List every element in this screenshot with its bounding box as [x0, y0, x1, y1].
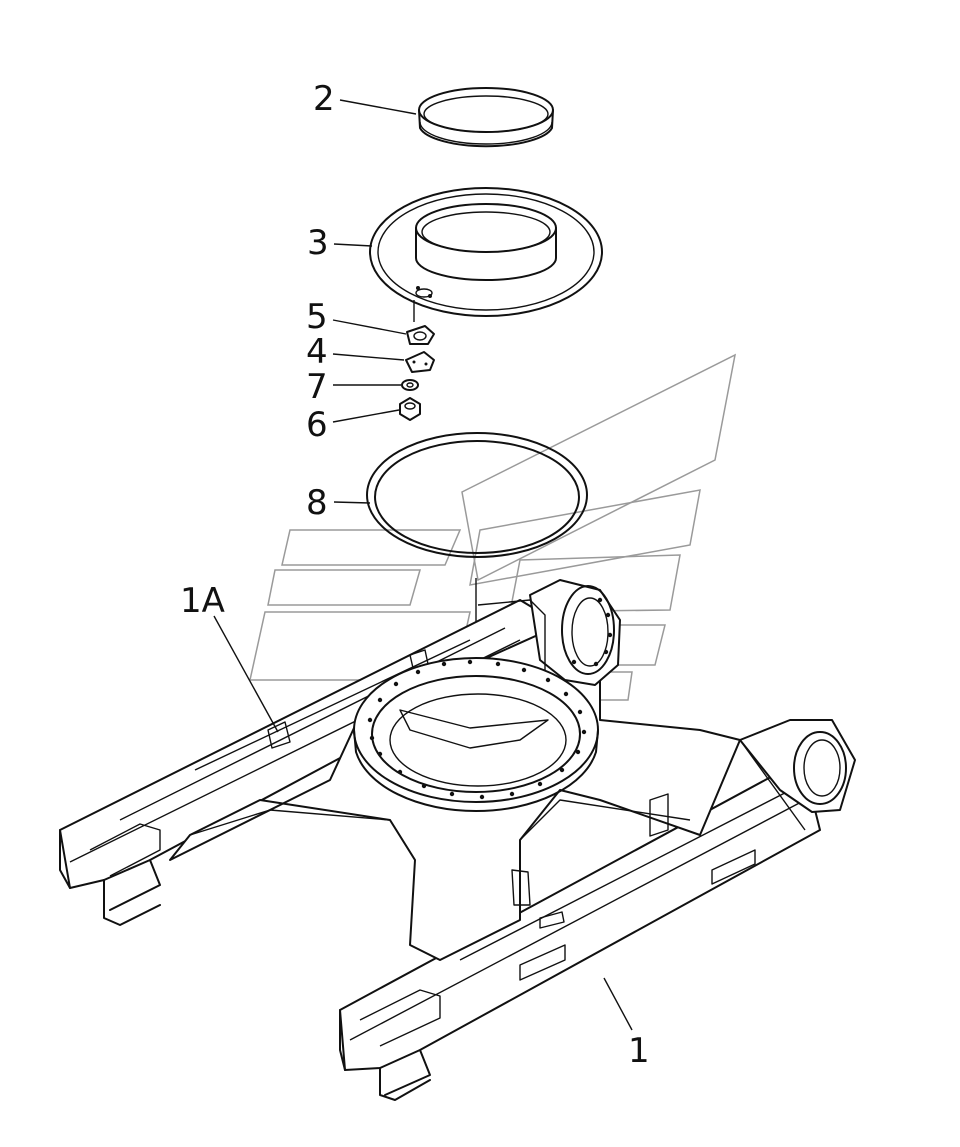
callout-2: 2: [313, 79, 335, 119]
part-6-bolt: [399, 397, 421, 421]
callout-6: 6: [306, 405, 328, 445]
callout-1: 1: [628, 1031, 650, 1071]
part-3-cover: [369, 187, 603, 322]
callout-4: 4: [306, 332, 328, 372]
watermark-logo: [249, 353, 737, 701]
part-2-ring: [418, 87, 554, 148]
part-1-track-frame: [59, 579, 856, 1101]
part-4-plate: [405, 351, 435, 373]
leader-lines: [213, 99, 633, 1031]
callout-labels: 2 3 5 4 7 6 8 1A 1: [180, 79, 650, 1071]
ring-bolt-holes: [367, 659, 587, 800]
callout-5: 5: [306, 297, 328, 337]
callout-8: 8: [306, 483, 328, 523]
callout-1a: 1A: [180, 581, 225, 621]
part-5-gasket: [406, 325, 435, 345]
callout-3: 3: [307, 223, 329, 263]
part-7-washer: [401, 379, 419, 391]
callout-7: 7: [306, 367, 328, 407]
